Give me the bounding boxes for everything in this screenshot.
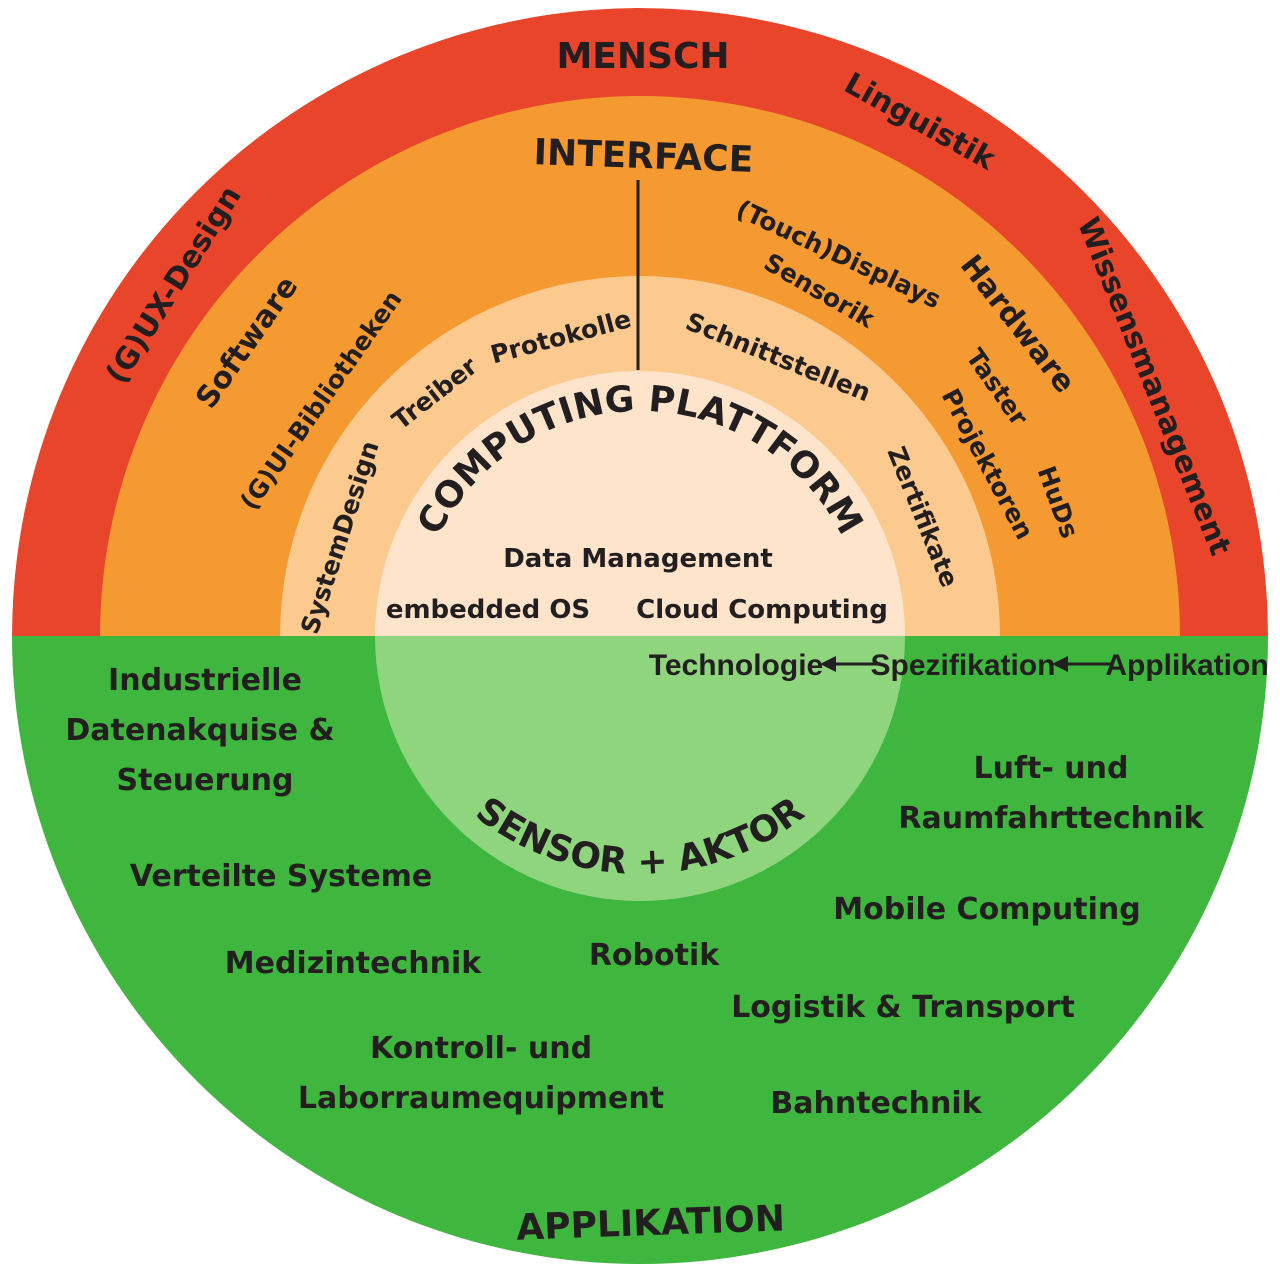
app-industrielle-3: Steuerung	[117, 763, 294, 798]
flow-technologie: Technologie	[649, 649, 823, 682]
mensch-title: MENSCH	[556, 36, 729, 77]
sensor-core	[375, 636, 905, 901]
applikation-title: APPLIKATION	[516, 1198, 786, 1248]
app-verteilte-systeme: Verteilte Systeme	[130, 859, 432, 894]
core-item-cloud-computing: Cloud Computing	[636, 595, 888, 625]
interface-ring	[100, 96, 1180, 636]
flow-applikation: Applikation	[1105, 649, 1268, 682]
app-kontroll-1: Kontroll- und	[370, 1031, 592, 1066]
app-industrielle-1: Industrielle	[108, 663, 302, 698]
core-item-embedded-os: embedded OS	[386, 595, 590, 625]
flow-spezifikation: Spezifikation	[870, 649, 1055, 682]
app-luft-1: Luft- und	[974, 751, 1129, 786]
core-item-data-management: Data Management	[503, 544, 773, 574]
interface-title: INTERFACE	[533, 132, 754, 181]
platform-core	[375, 371, 905, 636]
app-logistik: Logistik & Transport	[731, 990, 1075, 1025]
app-robotik: Robotik	[589, 938, 720, 973]
app-bahntechnik: Bahntechnik	[770, 1086, 982, 1121]
app-mobile-computing: Mobile Computing	[833, 892, 1140, 927]
app-industrielle-2: Datenakquise &	[65, 713, 334, 748]
flow-arrowhead-2	[1052, 656, 1068, 672]
flow-arrowhead-1	[820, 656, 836, 672]
app-luft-2: Raumfahrttechnik	[898, 801, 1204, 836]
app-medizintechnik: Medizintechnik	[225, 946, 483, 981]
app-kontroll-2: Laborraumequipment	[298, 1081, 664, 1116]
